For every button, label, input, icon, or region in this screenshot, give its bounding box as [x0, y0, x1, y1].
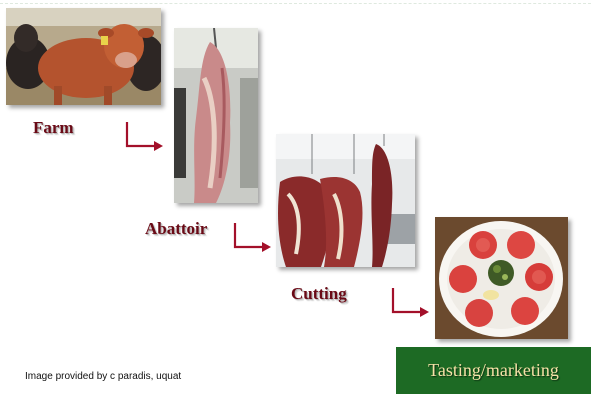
arrow-icon [124, 120, 166, 152]
step-label-cutting: Cutting [291, 284, 347, 304]
abattoir-photo [174, 28, 258, 203]
step-label-abattoir: Abattoir [145, 219, 207, 239]
arrow-icon [232, 221, 274, 253]
step-label-farm: Farm [33, 118, 74, 138]
cutting-photo [276, 134, 415, 267]
farm-photo [6, 8, 161, 105]
step-label-tasting-marketing: Tasting/marketing [428, 360, 559, 381]
tasting-photo [435, 217, 568, 339]
image-credit: Image provided by c paradis, uquat [25, 371, 181, 382]
tasting-marketing-banner: Tasting/marketing [396, 347, 591, 394]
top-divider [0, 3, 591, 4]
arrow-icon [390, 286, 432, 318]
